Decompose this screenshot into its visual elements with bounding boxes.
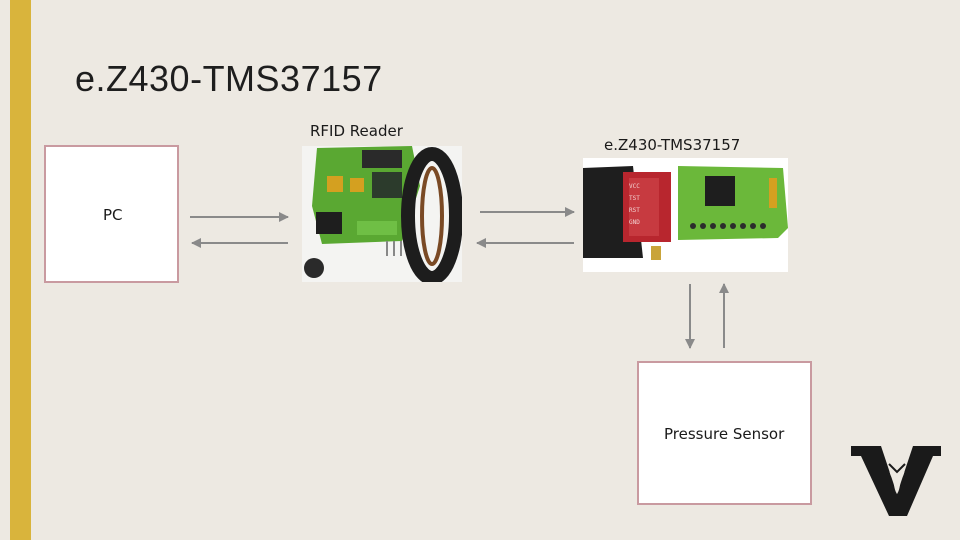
accent-bar — [10, 0, 31, 540]
pressure-sensor-box — [637, 361, 812, 505]
pin-marking: GND — [629, 219, 640, 226]
pressure-sensor-label: Pressure Sensor — [664, 425, 785, 443]
rfid-reader-image — [302, 146, 462, 282]
rfid-reader-label: RFID Reader — [310, 122, 403, 140]
pin-marking: TST — [629, 195, 640, 202]
ez430-label: e.Z430-TMS37157 — [604, 136, 741, 154]
pin-marking: VCC — [629, 183, 640, 190]
pc-label: PC — [103, 206, 123, 224]
ez430-photo: VCC TST RST GND — [583, 158, 788, 272]
pc-box — [44, 145, 179, 283]
pin-marking: RST — [629, 207, 640, 214]
rfid-reader-photo — [302, 146, 462, 282]
slide-title: e.Z430-TMS37157 — [75, 58, 383, 99]
ez430-image: VCC TST RST GND — [583, 158, 788, 272]
university-logo — [851, 446, 941, 516]
